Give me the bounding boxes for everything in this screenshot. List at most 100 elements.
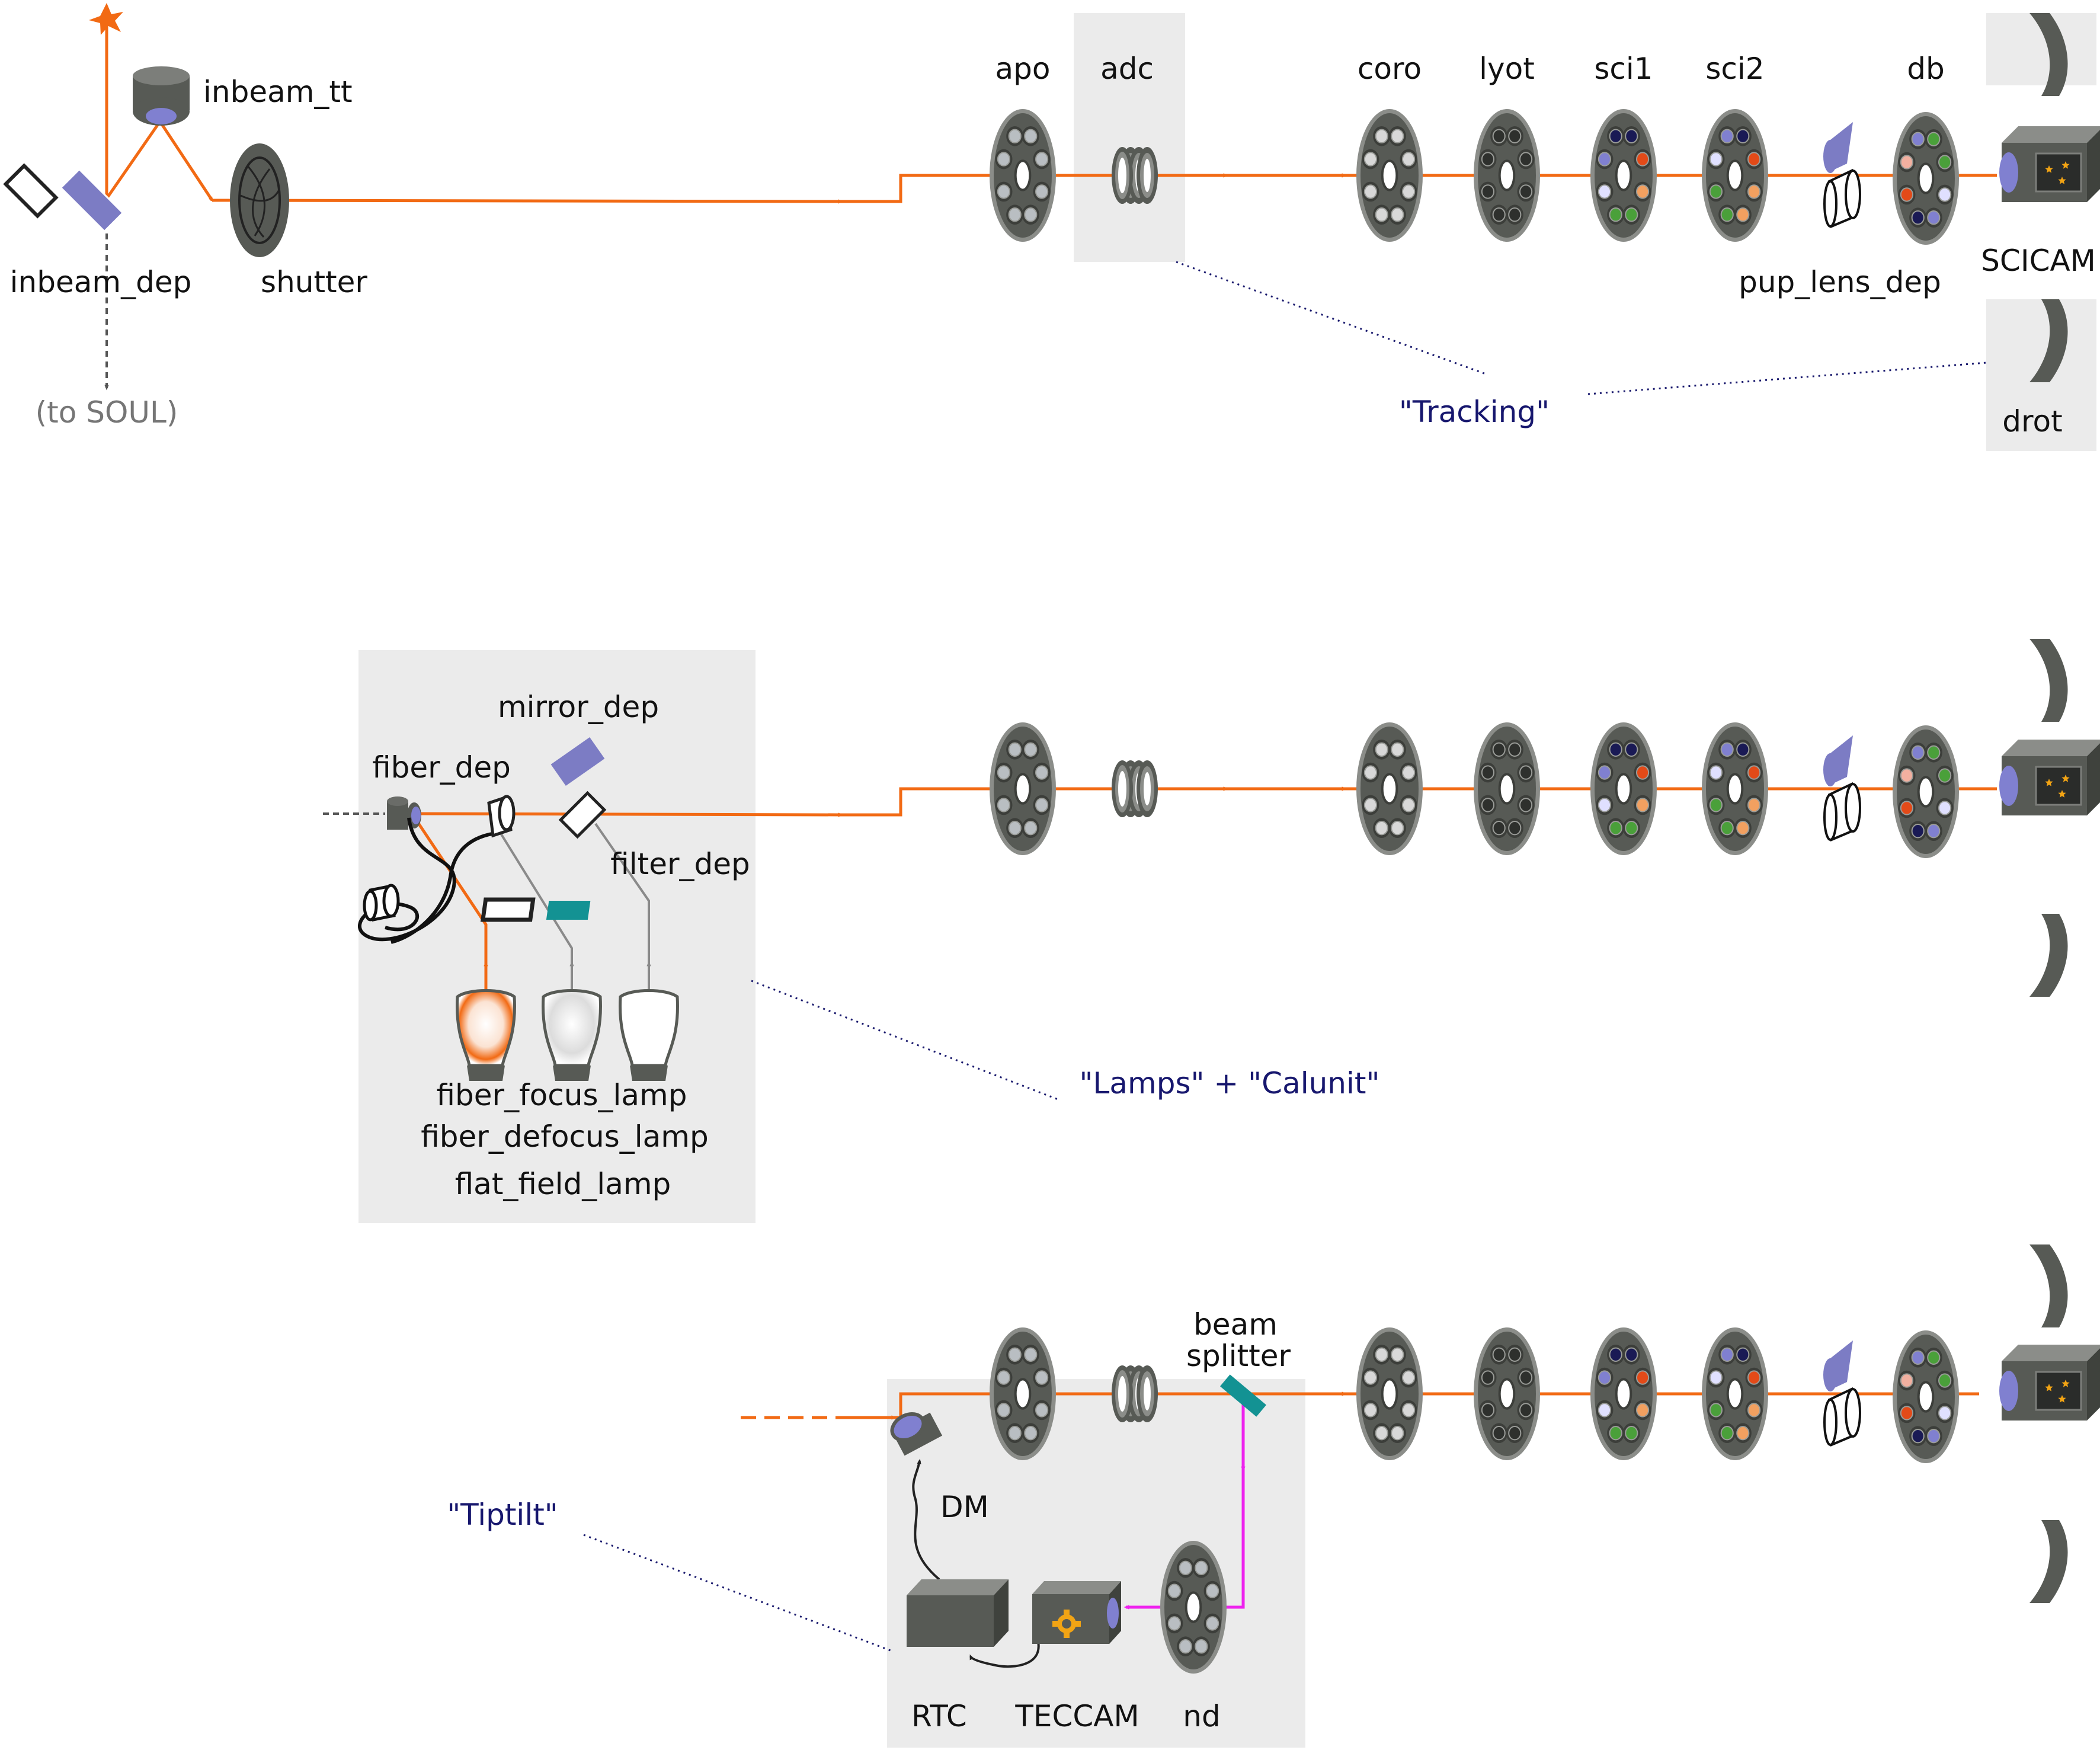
beam-row1-step <box>841 173 1010 203</box>
star-icon <box>2045 165 2053 173</box>
filter-dep-outline-icon <box>480 897 536 922</box>
label-flat-field-lamp: flat_field_lamp <box>455 1167 671 1201</box>
calunit-panel <box>358 650 756 1223</box>
drot-top-row2 <box>2029 639 2068 722</box>
inbeam-dep-outline-icon <box>3 163 59 219</box>
pupil-lens-deployables <box>1823 122 1861 1447</box>
control-cables <box>912 1458 1040 1668</box>
filter-dep-filter-icon <box>546 901 591 920</box>
star-icon <box>2045 779 2053 786</box>
pup-lens-dep-row2 <box>1823 735 1861 842</box>
dm-icon <box>890 1412 943 1456</box>
fiber-cable <box>357 817 501 944</box>
fiber-focus-lamp-icon <box>456 989 516 1081</box>
shutter-icon <box>230 143 289 257</box>
label-rtc: RTC <box>911 1699 967 1733</box>
star-icon <box>2061 161 2070 169</box>
apo-wheel-row3 <box>990 1327 1056 1460</box>
teccam-to-rtc <box>969 1641 1040 1668</box>
label-apo: apo <box>995 52 1051 86</box>
label-scicam: SCICAM <box>1981 244 2096 278</box>
star-icon <box>2058 790 2066 798</box>
tiptilt-panel <box>887 1379 1305 1748</box>
calunit-mirror-outline-icon <box>558 791 607 839</box>
inbeam-dep-mirror-icon <box>59 168 124 233</box>
fiber-defocus-lamp-icon <box>542 989 602 1081</box>
apo-wheel-row1 <box>990 109 1056 242</box>
rtc-icon <box>907 1579 1009 1647</box>
scicam-row3 <box>1999 1345 2100 1421</box>
label-beam-splitter-2: splitter <box>1186 1339 1291 1373</box>
label-inbeam-dep: inbeam_dep <box>10 265 192 299</box>
pup-lens-dep-row3 <box>1823 1341 1861 1447</box>
gear-icon <box>1052 1610 1081 1638</box>
sci2-wheel-row2 <box>1702 722 1768 855</box>
sci1-wheel-row2 <box>1590 722 1657 855</box>
star-icon <box>2058 1395 2066 1403</box>
teccam-icon <box>1032 1581 1121 1644</box>
pup-lens-dep-row1 <box>1823 122 1861 228</box>
label-fiber-defocus-lamp: fiber_defocus_lamp <box>421 1119 708 1154</box>
coro-wheel-row3 <box>1356 1327 1423 1460</box>
beam-row2-step <box>841 786 1010 817</box>
tracking-connector-left <box>1176 261 1488 376</box>
fiber-coil-icon <box>363 884 400 922</box>
lyot-wheel-row3 <box>1474 1327 1540 1460</box>
inbeam-tt-icon <box>133 66 190 126</box>
beam-row1-main <box>212 199 844 204</box>
drot-bottom-row1 <box>2029 299 2068 382</box>
db-wheel-row3 <box>1893 1330 1959 1463</box>
label-lyot: lyot <box>1479 52 1535 86</box>
beam-row2-main <box>414 812 844 817</box>
nd-wheel <box>1160 1541 1227 1674</box>
star-icon <box>2058 177 2066 184</box>
tiptilt-connector <box>583 1534 894 1653</box>
star-icon <box>2061 1380 2070 1387</box>
label-shutter: shutter <box>261 265 367 299</box>
label-coro: coro <box>1358 52 1422 86</box>
derotator-arcs <box>2029 13 2068 1603</box>
label-fiber-dep: fiber_dep <box>372 750 511 785</box>
label-inbeam-tt: inbeam_tt <box>203 75 353 109</box>
label-teccam: TECCAM <box>1014 1699 1139 1733</box>
star-icon <box>2061 775 2070 782</box>
label-mirror-dep: mirror_dep <box>498 690 659 724</box>
tracking-connector-right <box>1587 361 1987 395</box>
science-cameras <box>1999 126 2100 1421</box>
lamps-connector <box>751 980 1058 1100</box>
label-pup-lens-dep: pup_lens_dep <box>1739 265 1941 299</box>
adc-row1 <box>1112 147 1158 204</box>
apo-wheel-row2 <box>990 722 1056 855</box>
beam-up-to-tt <box>105 119 214 203</box>
label-adc: adc <box>1100 52 1154 86</box>
label-tracking: "Tracking" <box>1399 395 1550 429</box>
scicam-row2 <box>1999 740 2100 815</box>
drot-top-row1 <box>2029 13 2068 96</box>
drot-top-row3 <box>2029 1244 2068 1327</box>
adc-row3 <box>1112 1365 1158 1422</box>
adc-prisms <box>1112 147 1158 1422</box>
label-filter-dep: filter_dep <box>610 847 750 881</box>
label-drot: drot <box>2002 404 2062 439</box>
label-db: db <box>1907 52 1944 86</box>
label-sci1: sci1 <box>1594 52 1653 86</box>
coro-wheel-row2 <box>1356 722 1423 855</box>
db-wheel-row1 <box>1893 112 1959 245</box>
label-dm: DM <box>940 1490 989 1524</box>
mirror-dep-icon <box>550 737 605 786</box>
drot-bottom-row2 <box>2029 914 2068 997</box>
adc-row2 <box>1112 760 1158 817</box>
group-connectors <box>583 261 1987 1653</box>
star-icon <box>2045 1384 2053 1391</box>
lamps <box>456 989 679 1081</box>
panels <box>358 13 2096 1748</box>
label-beam-splitter-1: beam <box>1193 1307 1278 1342</box>
sci1-wheel-row3 <box>1590 1327 1657 1460</box>
flat-field-lamp-icon <box>619 989 679 1081</box>
sci1-wheel-row1 <box>1590 109 1657 242</box>
labels: inbeam_dep inbeam_tt shutter (to SOUL) a… <box>10 52 2096 1733</box>
label-fiber-focus-lamp: fiber_focus_lamp <box>437 1078 687 1112</box>
label-tiptilt: "Tiptilt" <box>447 1498 558 1532</box>
